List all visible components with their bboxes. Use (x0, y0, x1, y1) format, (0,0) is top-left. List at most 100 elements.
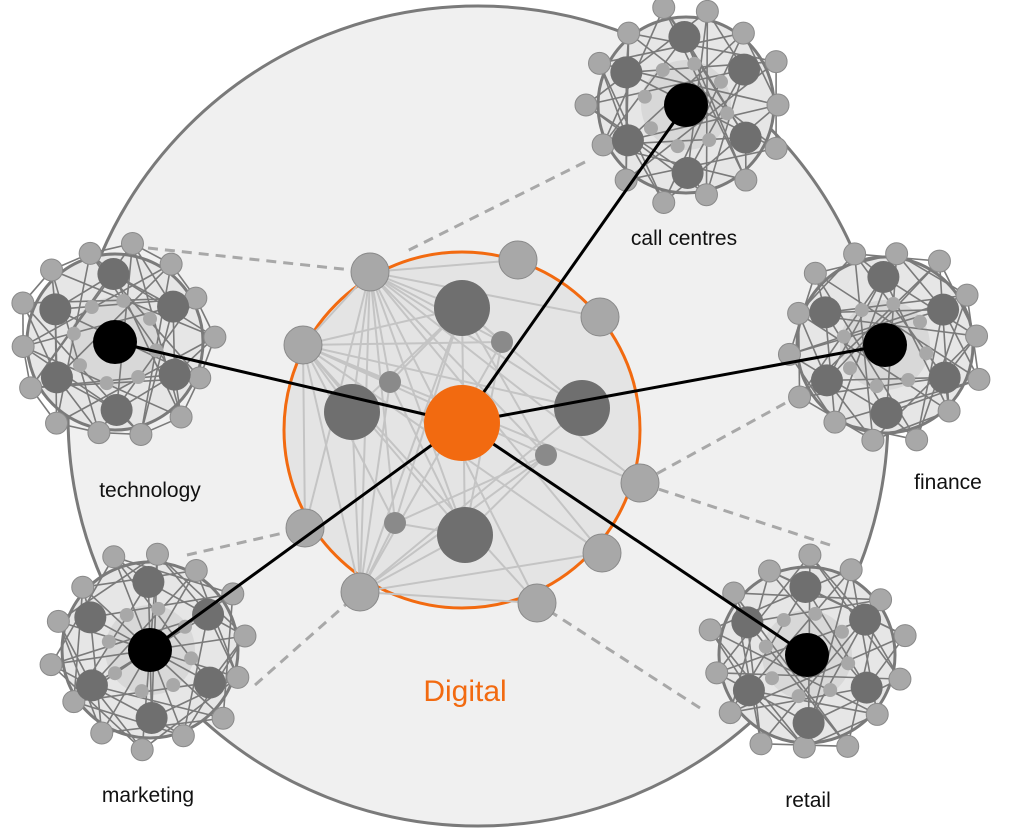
cluster-node (861, 428, 885, 452)
cluster-major-node (135, 701, 168, 734)
digital-link (389, 381, 466, 536)
cluster-major-node (192, 598, 225, 631)
cluster-label-call-centres: call centres (631, 227, 737, 250)
digital-node (582, 533, 622, 573)
cluster-major-node (75, 669, 108, 702)
cluster-small-node (184, 651, 199, 666)
hub-link (461, 343, 886, 425)
cluster-small-node (836, 329, 851, 344)
cluster-small-node (823, 683, 838, 698)
cluster-node (652, 190, 676, 214)
cluster-node (184, 558, 208, 582)
cluster-node (965, 324, 989, 348)
cluster-major-node (789, 571, 822, 604)
cluster-link (826, 276, 885, 381)
cluster-node (766, 93, 790, 117)
cluster-node (71, 575, 95, 599)
cluster-link (91, 569, 197, 686)
cluster-major-node (671, 156, 704, 189)
cluster-small-node (886, 296, 901, 311)
cluster-node (221, 582, 245, 606)
cluster-small-node (637, 89, 652, 104)
cluster-link (872, 410, 950, 441)
cluster-link (886, 378, 980, 414)
cluster-node (129, 422, 153, 446)
digital-link (302, 344, 306, 529)
cluster-node (211, 706, 235, 730)
cluster-node (11, 334, 35, 358)
digital-link (461, 307, 547, 456)
cluster-major-node (792, 706, 825, 739)
cluster-node (905, 428, 929, 452)
cluster-small-node (854, 302, 869, 317)
cluster-node (78, 241, 102, 265)
digital-link (359, 591, 538, 604)
cluster-label-retail: retail (785, 789, 831, 812)
cluster-node (869, 588, 893, 612)
cluster-node (955, 283, 979, 307)
cluster-major-node (668, 21, 701, 54)
cluster-node (574, 93, 598, 117)
cluster-node (694, 183, 718, 207)
cluster-node (591, 133, 615, 157)
cluster-small-node (643, 121, 658, 136)
cluster-link (826, 376, 945, 382)
digital-core-node (554, 380, 610, 436)
weak-links (147, 160, 831, 710)
cluster-small-node (841, 656, 856, 671)
digital-node (580, 297, 620, 337)
cluster-major-node (928, 361, 961, 394)
cluster-node (798, 543, 822, 567)
digital-link (351, 411, 361, 593)
cluster-node (188, 366, 212, 390)
digital-node (340, 572, 380, 612)
cluster-small-node (758, 639, 773, 654)
digital-small-node (535, 444, 557, 466)
cluster-major-node (611, 124, 644, 157)
cluster-small-node (116, 293, 131, 308)
cluster-link (804, 586, 868, 689)
cluster-small-node (764, 671, 779, 686)
cluster-major-node (74, 601, 107, 634)
hub-link (461, 421, 808, 657)
cluster-major-node (100, 393, 133, 426)
digital-network (283, 240, 660, 623)
cluster-label-technology: technology (99, 479, 201, 502)
cluster-small-node (791, 689, 806, 704)
cluster-major-node (867, 261, 900, 294)
digital-link (369, 259, 519, 273)
digital-link (369, 271, 641, 484)
cluster-major-node (927, 293, 960, 326)
cluster-major-node (809, 296, 842, 329)
cluster-node (893, 624, 917, 648)
digital-link (359, 552, 603, 593)
cluster-node (159, 252, 183, 276)
digital-core-node (434, 280, 490, 336)
cluster-major-node (849, 603, 882, 636)
digital-core-node (437, 507, 493, 563)
digital-small-node (491, 331, 513, 353)
cluster-small-node (72, 358, 87, 373)
cluster-major-node (158, 358, 191, 391)
cluster-small-node (655, 62, 670, 77)
cluster-major-node (728, 53, 761, 86)
cluster-small-node (808, 606, 823, 621)
cluster-node (803, 261, 827, 285)
digital-node (620, 463, 660, 503)
cluster-node (617, 21, 641, 45)
digital-small-node (384, 512, 406, 534)
cluster-node (130, 738, 154, 762)
cluster-node (39, 653, 63, 677)
cluster-small-node (702, 133, 717, 148)
cluster-hub-node (93, 320, 137, 364)
cluster-node (46, 609, 70, 633)
cluster-link (742, 32, 779, 106)
cluster-small-node (131, 370, 146, 385)
cluster-major-node (193, 666, 226, 699)
cluster-node (62, 690, 86, 714)
digital-link (302, 344, 583, 409)
cluster-node (145, 542, 169, 566)
cluster-node (11, 291, 35, 315)
hub-link (460, 104, 688, 424)
cluster-small-node (84, 299, 99, 314)
